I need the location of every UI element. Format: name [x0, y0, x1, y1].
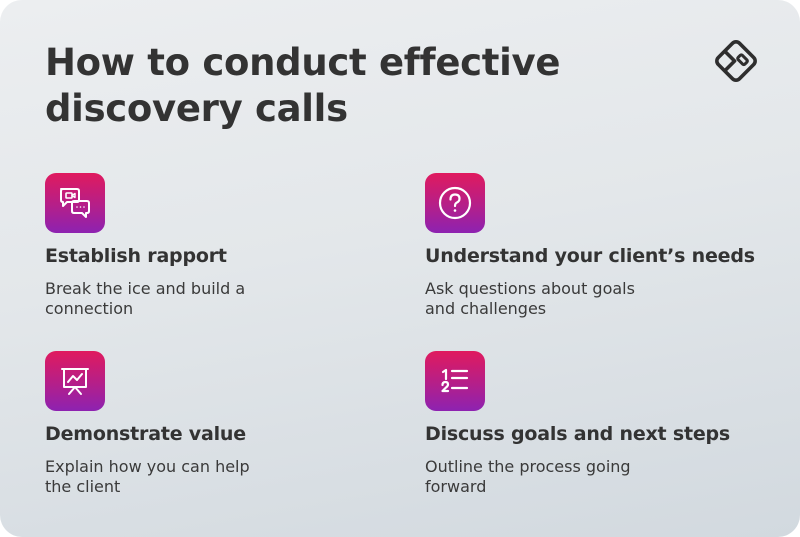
step-title: Establish rapport [45, 245, 227, 267]
step-title: Understand your client’s needs [425, 245, 755, 267]
icon-tile [45, 173, 105, 233]
question-circle-icon [438, 186, 472, 220]
icon-tile [45, 351, 105, 411]
icon-tile [425, 173, 485, 233]
step-establish-rapport: Establish rapport Break the ice and buil… [45, 173, 385, 319]
step-title: Discuss goals and next steps [425, 423, 731, 445]
diamond-logo-icon [715, 40, 757, 82]
step-description: Explain how you can help the client [45, 457, 250, 496]
step-title: Demonstrate value [45, 423, 246, 445]
step-demonstrate-value: Demonstrate value Explain how you can he… [45, 351, 385, 497]
step-description: Ask questions about goals and challenges [425, 279, 635, 318]
page-title: How to conduct effective discovery calls [45, 41, 561, 130]
icon-tile [425, 351, 485, 411]
step-description: Break the ice and build a connection [45, 279, 246, 318]
step-goals-next-steps: Discuss goals and next steps Outline the… [425, 351, 765, 497]
chat-video-bubbles-icon [60, 188, 90, 218]
numbered-list-icon [441, 368, 469, 393]
step-understand-needs: Understand your client’s needs Ask quest… [425, 173, 765, 319]
presentation-chart-icon [61, 368, 89, 395]
step-description: Outline the process going forward [425, 457, 631, 496]
